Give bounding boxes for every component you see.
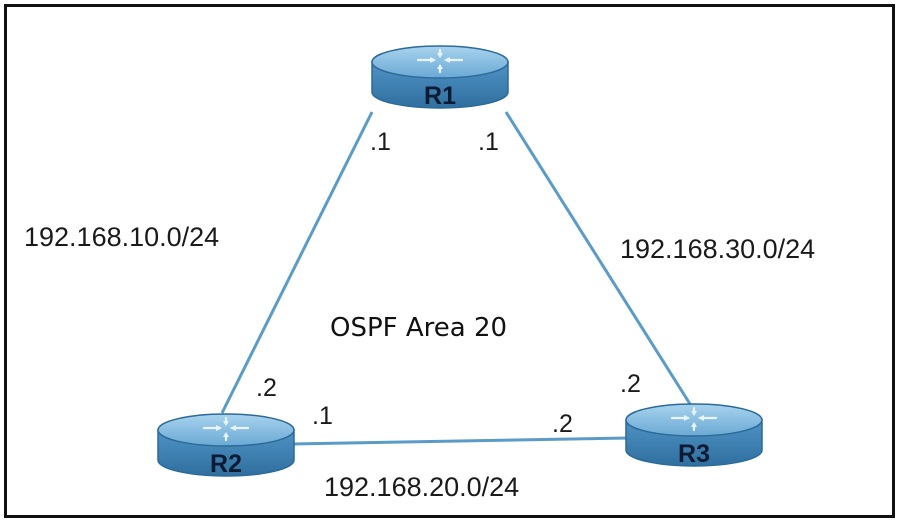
- r3-interface-r2-side: .2: [552, 410, 573, 438]
- link-r1-r2: [220, 111, 374, 414]
- router-r2[interactable]: R2: [156, 412, 296, 478]
- router-r2-name: R2: [210, 450, 242, 478]
- r1-interface-r2-side: .1: [370, 128, 391, 156]
- router-r3[interactable]: R3: [624, 402, 764, 468]
- link-r2-r3: [291, 436, 629, 446]
- network-label-r2-r3: 192.168.20.0/24: [324, 472, 519, 502]
- ospf-area-label: OSPF Area 20: [330, 313, 507, 343]
- r2-interface-r3-side: .1: [312, 402, 333, 430]
- r2-interface-r1-side: .2: [256, 374, 277, 402]
- router-r3-name: R3: [678, 440, 710, 468]
- network-label-r1-r2: 192.168.10.0/24: [24, 222, 219, 252]
- r3-interface-r1-side: .2: [620, 370, 641, 398]
- router-r1-name: R1: [424, 82, 456, 110]
- r1-interface-r3-side: .1: [478, 128, 499, 156]
- link-r1-r3: [504, 111, 692, 405]
- router-r1[interactable]: R1: [370, 44, 510, 110]
- network-label-r1-r3: 192.168.30.0/24: [620, 234, 815, 264]
